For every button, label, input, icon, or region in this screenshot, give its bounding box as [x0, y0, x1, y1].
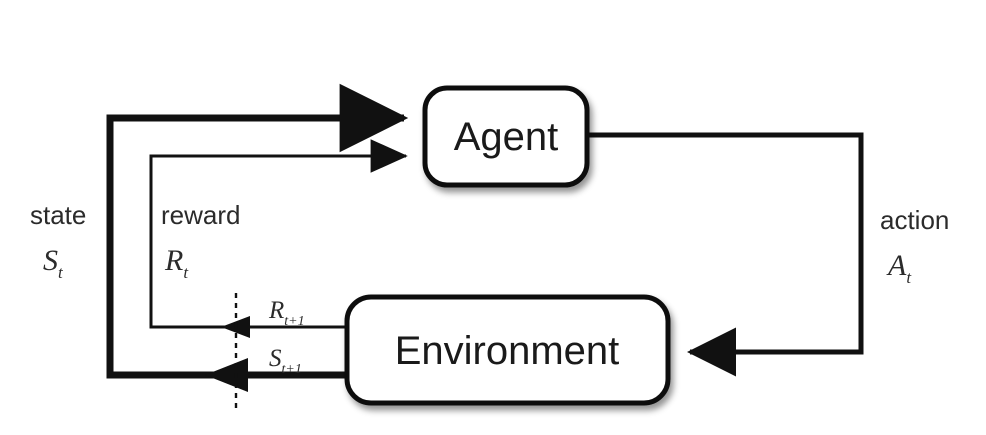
label-reward-word: reward	[161, 200, 240, 230]
node-agent[interactable]: Agent	[422, 85, 590, 188]
label-state: state St	[30, 200, 86, 282]
node-agent-label: Agent	[454, 115, 559, 159]
node-environment[interactable]: Environment	[344, 294, 671, 406]
label-action-word: action	[880, 205, 949, 235]
label-state-next-symbol: St+1	[269, 345, 302, 377]
label-reward-next-symbol: Rt+1	[268, 297, 305, 329]
edge-action	[587, 132, 864, 377]
label-reward: reward Rt	[161, 200, 240, 282]
edge-state-next-arrowhead	[205, 358, 248, 392]
label-state-word: state	[30, 200, 86, 230]
label-action-symbol: At	[886, 249, 912, 287]
label-state-symbol: St	[43, 244, 64, 282]
node-environment-label: Environment	[395, 329, 620, 373]
label-action: action At	[880, 205, 949, 287]
label-reward-next: Rt+1	[268, 297, 305, 329]
label-state-next: St+1	[269, 345, 302, 377]
label-reward-symbol: Rt	[164, 244, 189, 282]
